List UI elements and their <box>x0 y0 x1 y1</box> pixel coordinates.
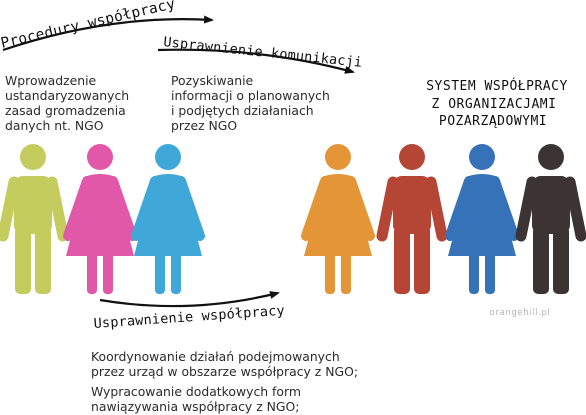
label-wspolpraca: Usprawnienie współpracy <box>93 303 285 332</box>
text-line: Koordynowanie działań podejmowanych <box>91 349 340 364</box>
arrow-wspolpraca <box>99 291 280 308</box>
text-line: przez urząd w obszarze współpracy z NGO; <box>91 364 359 379</box>
figure-woman-orange <box>301 144 375 294</box>
text-line: informacji o planowanych <box>171 88 330 103</box>
text-line: danych nt. NGO <box>5 118 104 133</box>
text-line: Wprowadzenie <box>5 73 97 88</box>
watermark: orangehill.pl <box>490 308 551 318</box>
text-line: ustandaryzowanych <box>5 88 130 103</box>
figure-woman-darkblue <box>445 144 519 294</box>
text-line: i podjętych działaniach <box>171 103 314 118</box>
text-block-coordination: Koordynowanie działań podejmowanych prze… <box>91 349 358 379</box>
label-procedury: Procedury współpracy <box>0 0 177 52</box>
text-line: nawiązywania współpracy z NGO; <box>91 399 300 414</box>
title-line-3: POZARZĄDOWYMI <box>439 114 547 129</box>
figure-woman-pink <box>63 144 137 294</box>
text-line: zasad gromadzenia <box>5 103 126 118</box>
figure-man-dark <box>515 144 586 294</box>
arrow-komunikacja <box>157 48 355 74</box>
text-block-forms: Wypracowanie dodatkowych form nawiązywan… <box>91 384 301 414</box>
text-line: Pozyskiwanie <box>171 73 254 88</box>
text-block-standards: Wprowadzenie ustandaryzowanych zasad gro… <box>5 73 129 133</box>
figure-man-green <box>0 144 69 294</box>
text-block-information: Pozyskiwanie informacji o planowanych i … <box>171 73 330 133</box>
text-line: Wypracowanie dodatkowych form <box>91 384 301 399</box>
label-komunikacja: Usprawnienie komunikacji <box>163 34 363 71</box>
figure-woman-blue <box>131 144 205 294</box>
title-line-1: SYSTEM WSPÓŁPRACY <box>426 78 568 94</box>
people-group <box>0 144 586 294</box>
title-line-2: Z ORGANIZACJAMI <box>432 97 557 112</box>
text-line: przez NGO <box>171 118 238 133</box>
arrow-procedury <box>2 15 214 52</box>
figure-man-red <box>376 144 448 294</box>
